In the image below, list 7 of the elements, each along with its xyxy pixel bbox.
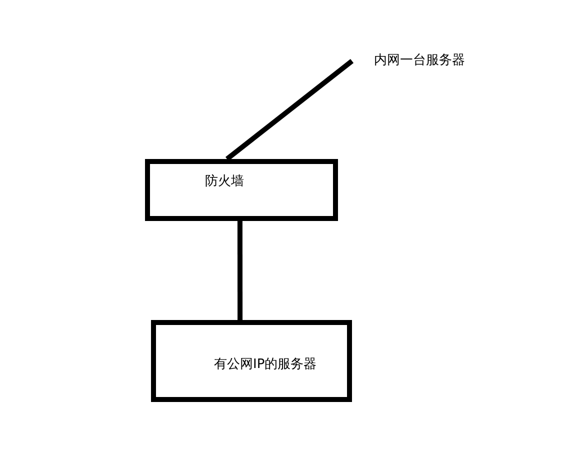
connector-line [237,221,243,320]
node-label: 防火墙 [205,174,244,190]
server-box [151,320,352,402]
connector-line [225,59,354,161]
node-label: 有公网IP的服务器 [214,357,317,373]
node-label: 内网一台服务器 [374,53,465,69]
firewall-box [145,159,338,221]
